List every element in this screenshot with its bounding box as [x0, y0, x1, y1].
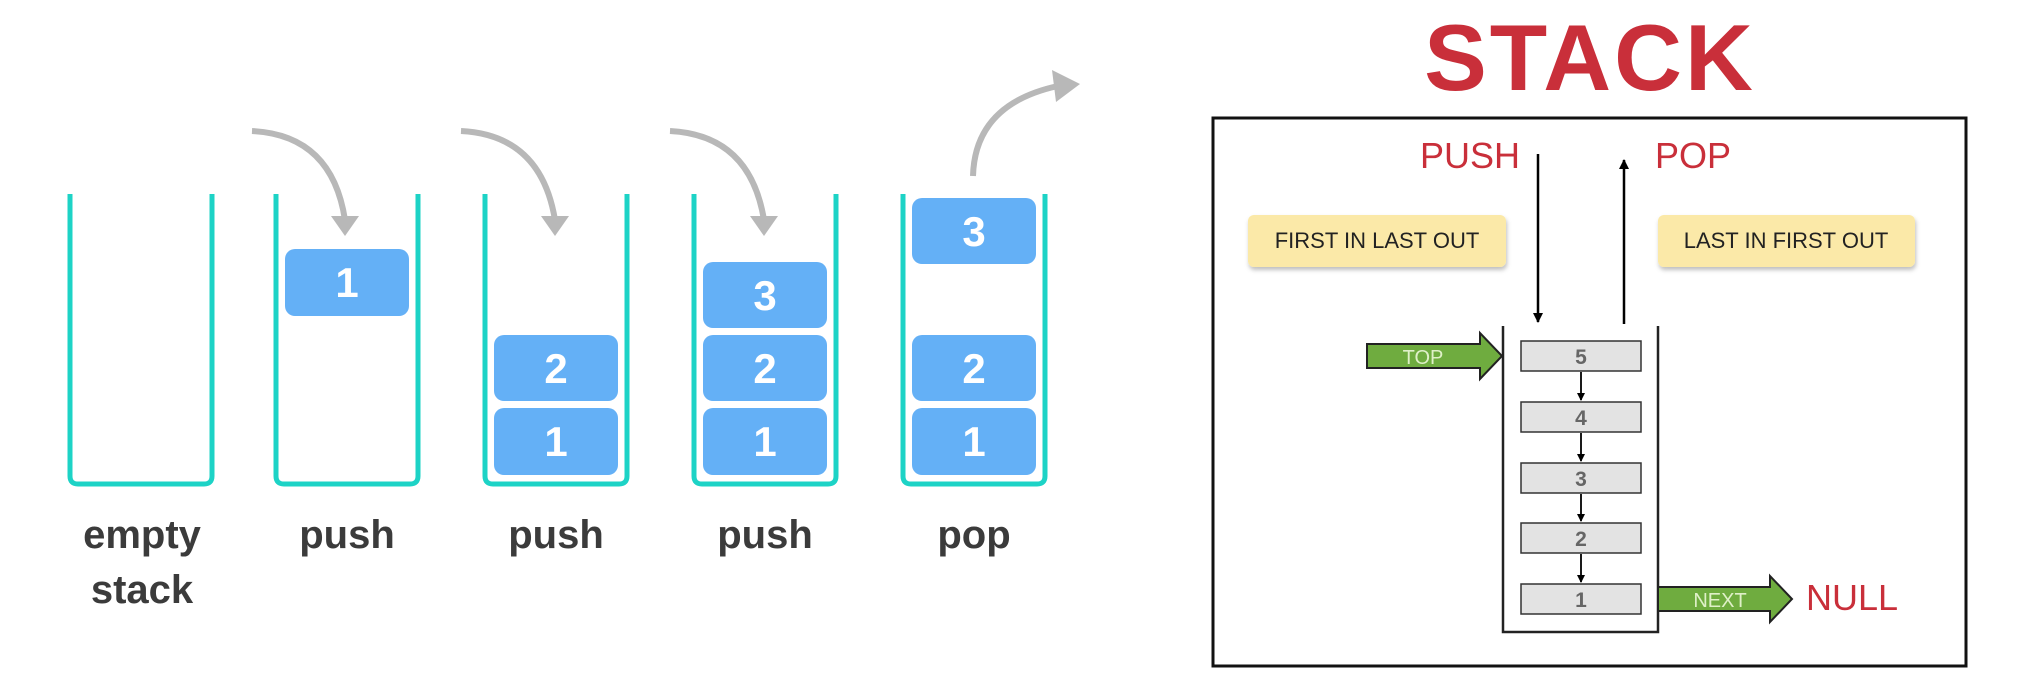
push-arrow-head [750, 216, 778, 236]
stack-block-value: 1 [753, 418, 776, 465]
stack-linked-list-panel: STACK PUSH POP FIRST IN LAST OUT LAST IN… [1211, 5, 1968, 668]
list-node-value: 4 [1575, 407, 1587, 430]
stack-block-value: 2 [544, 345, 567, 392]
popped-block-value: 3 [962, 208, 985, 255]
stack-block-value: 2 [753, 345, 776, 392]
stage-push-3: 3 2 1 push [669, 128, 839, 557]
stage-label: push [299, 513, 395, 557]
push-curved-arrow [251, 128, 348, 221]
note-text: LAST IN FIRST OUT [1684, 228, 1889, 253]
note-last-in-first-out: LAST IN FIRST OUT [1658, 215, 1915, 267]
push-arrow-head [331, 216, 359, 236]
next-pointer-arrow: NEXT [1657, 573, 1794, 625]
stack-block-value: 1 [544, 418, 567, 465]
stack-block [703, 408, 827, 475]
stack-block [912, 335, 1036, 401]
stack-block-value: 3 [753, 272, 776, 319]
stage-label: empty [83, 513, 202, 557]
stack-block [703, 262, 827, 328]
push-curved-arrow [669, 128, 767, 221]
popped-block [912, 198, 1036, 264]
stack-block [494, 335, 618, 401]
top-pointer-arrow: TOP [1366, 330, 1504, 382]
stack-container [67, 194, 215, 487]
stack-container [482, 194, 630, 487]
stage-push-2: 2 1 push [460, 128, 630, 557]
stack-container [273, 194, 421, 487]
list-node-value: 1 [1575, 589, 1587, 612]
panel-frame [1211, 116, 1968, 668]
push-label: PUSH [1420, 135, 1520, 176]
stack-block [494, 408, 618, 475]
null-label: NULL [1806, 577, 1898, 618]
linked-stack-container [1501, 326, 1660, 634]
list-node-value: 2 [1575, 528, 1587, 551]
top-label: TOP [1403, 347, 1444, 369]
stage-push-1: 1 push [251, 128, 421, 557]
pop-arrow-head [1052, 70, 1080, 102]
list-node [1520, 401, 1642, 433]
stage-label-line2: stack [91, 568, 194, 612]
stage-label: push [717, 513, 813, 557]
stack-block [285, 249, 409, 316]
linked-list-nodes: 5 4 3 2 1 [1520, 340, 1642, 615]
stack-block [703, 335, 827, 401]
stack-container [900, 194, 1048, 487]
pop-curved-arrow [970, 83, 1059, 177]
stack-block [912, 408, 1036, 475]
list-node [1520, 340, 1642, 372]
list-node-value: 3 [1575, 468, 1587, 491]
push-arrow-head [541, 216, 569, 236]
stage-empty-stack: empty stack [67, 194, 215, 612]
stack-block-value: 2 [962, 345, 985, 392]
stack-block-value: 1 [962, 418, 985, 465]
stage-label: pop [937, 513, 1010, 557]
stack-block-value: 1 [335, 259, 358, 306]
note-text: FIRST IN LAST OUT [1275, 228, 1480, 253]
next-label: NEXT [1693, 590, 1746, 612]
note-first-in-last-out: FIRST IN LAST OUT [1248, 215, 1506, 267]
list-node [1520, 522, 1642, 554]
panel-title: STACK [1424, 5, 1756, 110]
left-stack-sequence: empty stack 1 push 2 1 push [67, 70, 1080, 612]
stage-pop: 3 2 1 pop [900, 70, 1080, 557]
list-node-value: 5 [1575, 346, 1587, 369]
list-node [1520, 462, 1642, 494]
list-node [1520, 583, 1642, 615]
stage-label: push [508, 513, 604, 557]
stack-container [691, 194, 839, 487]
push-curved-arrow [460, 128, 558, 221]
pop-label: POP [1655, 135, 1731, 176]
